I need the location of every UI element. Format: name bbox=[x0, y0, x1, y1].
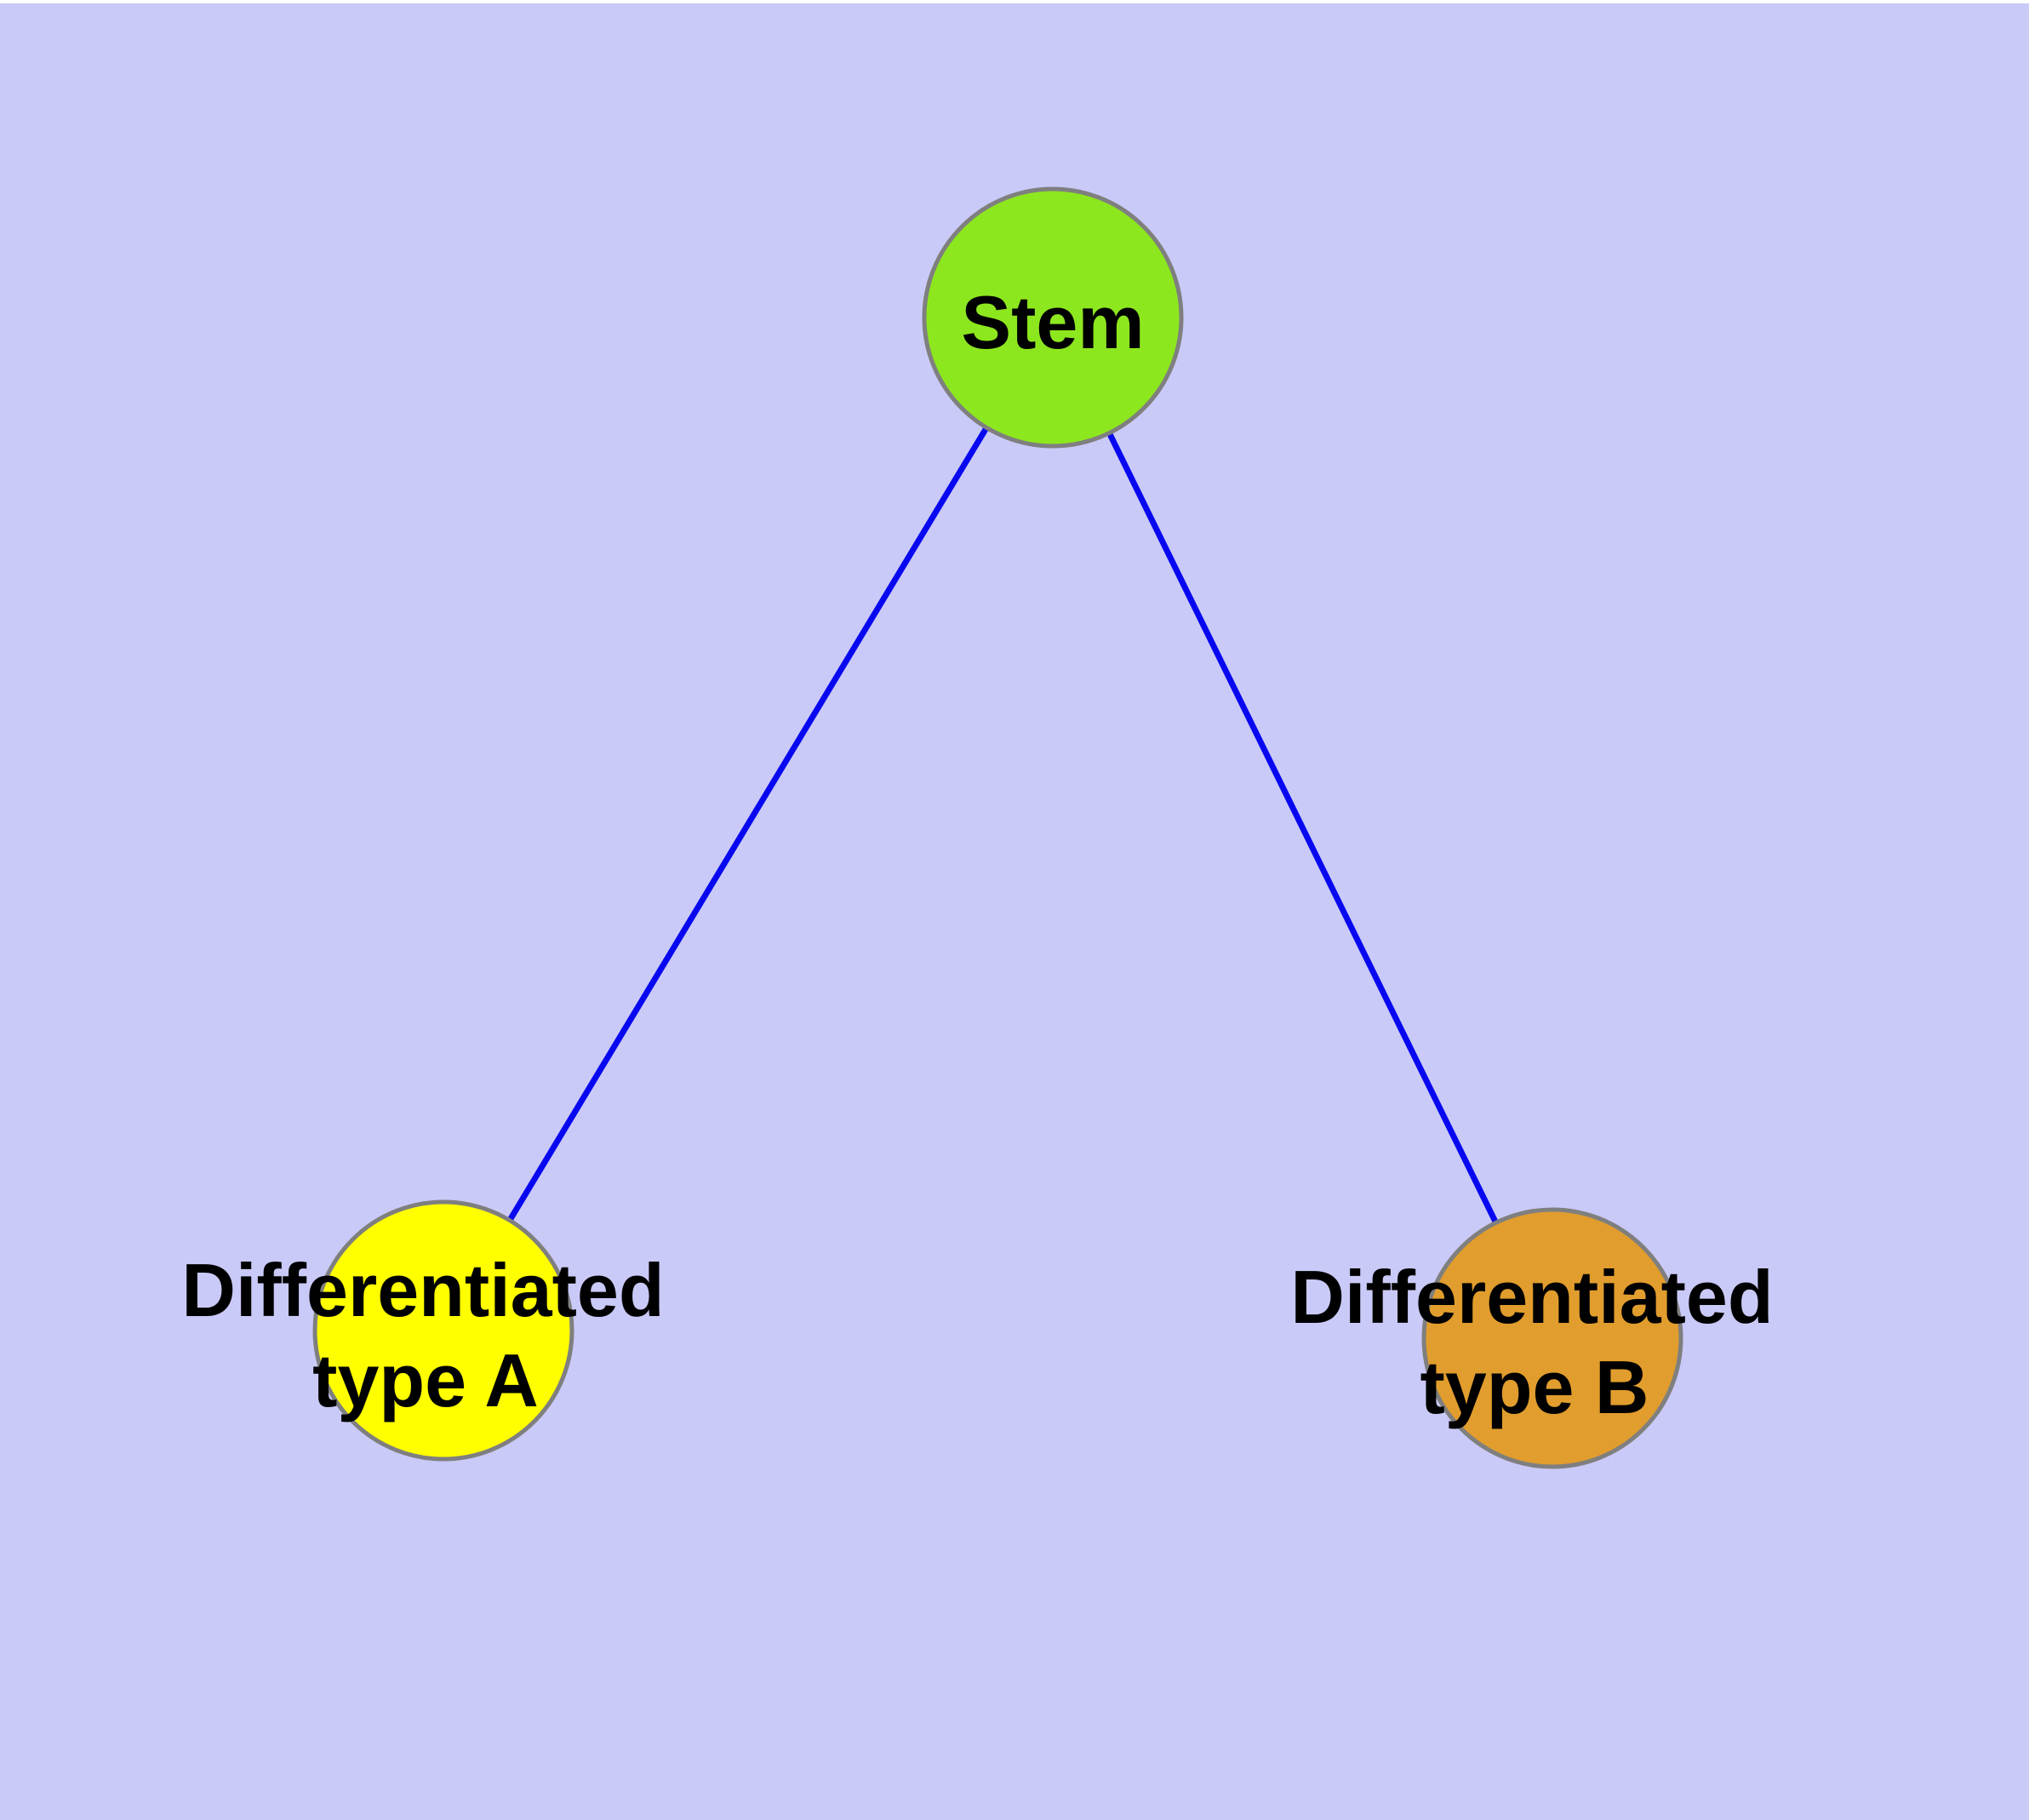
node-type-b-label-line1: Differentiated bbox=[1290, 1255, 1773, 1339]
node-stem-circle bbox=[922, 186, 1184, 449]
node-type-a-circle bbox=[312, 1199, 574, 1462]
edge-stem-to-type-b bbox=[1049, 316, 1556, 1340]
label-group: Stem Differentiated type A Differentiate… bbox=[181, 280, 1773, 1429]
node-type-a-label-line2: type A bbox=[312, 1338, 539, 1422]
node-type-b-label-line2: type B bbox=[1420, 1345, 1649, 1429]
node-type-b-circle bbox=[1421, 1207, 1683, 1469]
node-group bbox=[312, 186, 1683, 1469]
edge-group bbox=[441, 316, 1556, 1340]
top-edge-strip bbox=[0, 0, 2029, 3]
node-type-a-label-line1: Differentiated bbox=[181, 1248, 664, 1332]
edge-stem-to-type-a bbox=[441, 316, 1055, 1332]
node-stem-label: Stem bbox=[961, 280, 1144, 364]
